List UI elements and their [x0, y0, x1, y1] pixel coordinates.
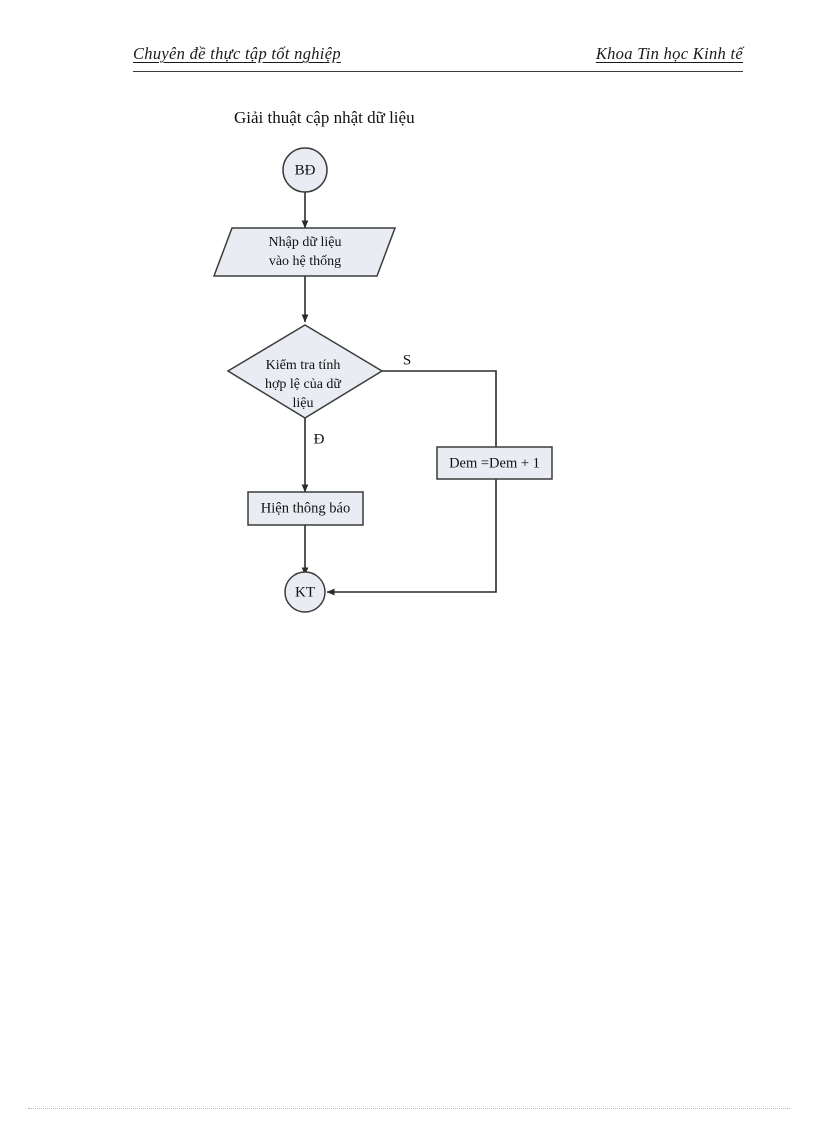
node-end[interactable]: KT	[284, 571, 326, 613]
node-decision[interactable]: Kiểm tra tính hợp lệ của dữ liệu	[226, 324, 384, 419]
input-label-line2: vào hệ thống	[269, 254, 341, 269]
branch-label-true: Đ	[314, 431, 325, 447]
branch-label-false: S	[403, 352, 411, 368]
page-header: Chuyên đề thực tập tốt nghiệp Khoa Tin h…	[133, 44, 743, 74]
start-label: BĐ	[295, 162, 316, 178]
footer-divider	[28, 1108, 790, 1109]
edge-decision-to-counter	[382, 370, 497, 447]
decision-label-line3: liệu	[293, 396, 314, 411]
header-divider	[133, 71, 743, 72]
counter-rect-shape	[436, 446, 553, 480]
decision-label-line2: hợp lệ của dữ	[265, 377, 341, 392]
counter-label: Dem =Dem + 1	[449, 455, 540, 471]
end-circle-shape	[284, 571, 326, 613]
start-circle-shape	[282, 147, 328, 193]
decision-label-line1: Kiểm tra tính	[266, 358, 341, 373]
header-left-text: Chuyên đề thực tập tốt nghiệp	[133, 44, 341, 63]
decision-diamond-shape	[226, 324, 384, 419]
message-rect-shape	[247, 491, 364, 526]
input-label-line1: Nhập dữ liệu	[269, 235, 342, 250]
message-label: Hiện thông báo	[261, 500, 350, 516]
node-counter[interactable]: Dem =Dem + 1	[436, 446, 553, 480]
node-input[interactable]: Nhập dữ liệu vào hệ thống	[212, 227, 397, 277]
node-message[interactable]: Hiện thông báo	[247, 491, 364, 526]
header-right-text: Khoa Tin học Kinh tế	[595, 44, 743, 63]
edge-counter-to-end	[326, 479, 497, 596]
input-parallelogram-shape	[212, 227, 397, 277]
figure-title: Giải thuật cập nhật dữ liệu	[234, 108, 415, 127]
end-label: KT	[295, 584, 315, 600]
node-start[interactable]: BĐ	[282, 147, 328, 193]
